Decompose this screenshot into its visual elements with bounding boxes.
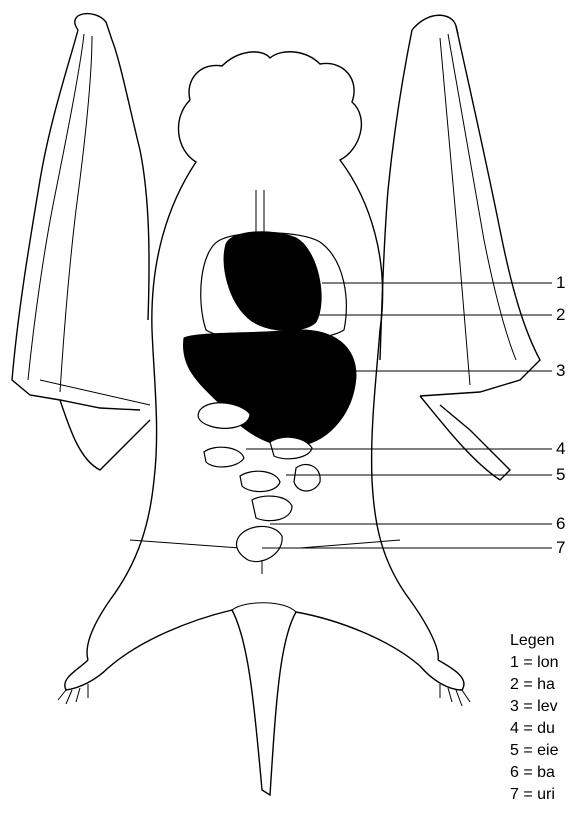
legend-item: 7 = uri <box>510 784 558 806</box>
right-wing <box>380 15 540 480</box>
left-wing <box>12 14 150 470</box>
feet <box>58 684 470 706</box>
label-2: 2 <box>556 305 565 325</box>
liver <box>183 330 356 447</box>
legend-item: 5 = eie <box>510 740 558 762</box>
label-7: 7 <box>556 538 565 558</box>
legend-title: Legen <box>510 630 558 652</box>
legend: Legen 1 = lon 2 = ha 3 = lev 4 = du 5 = … <box>510 630 558 806</box>
label-4: 4 <box>556 439 565 459</box>
label-3: 3 <box>556 361 565 381</box>
label-1: 1 <box>556 273 565 293</box>
label-6: 6 <box>556 514 565 534</box>
legend-item: 3 = lev <box>510 696 558 718</box>
legend-item: 1 = lon <box>510 652 558 674</box>
legend-item: 4 = du <box>510 718 558 740</box>
label-5: 5 <box>556 465 565 485</box>
legend-item: 6 = ba <box>510 762 558 784</box>
legend-item: 2 = ha <box>510 674 558 696</box>
lower-organs <box>236 496 292 574</box>
